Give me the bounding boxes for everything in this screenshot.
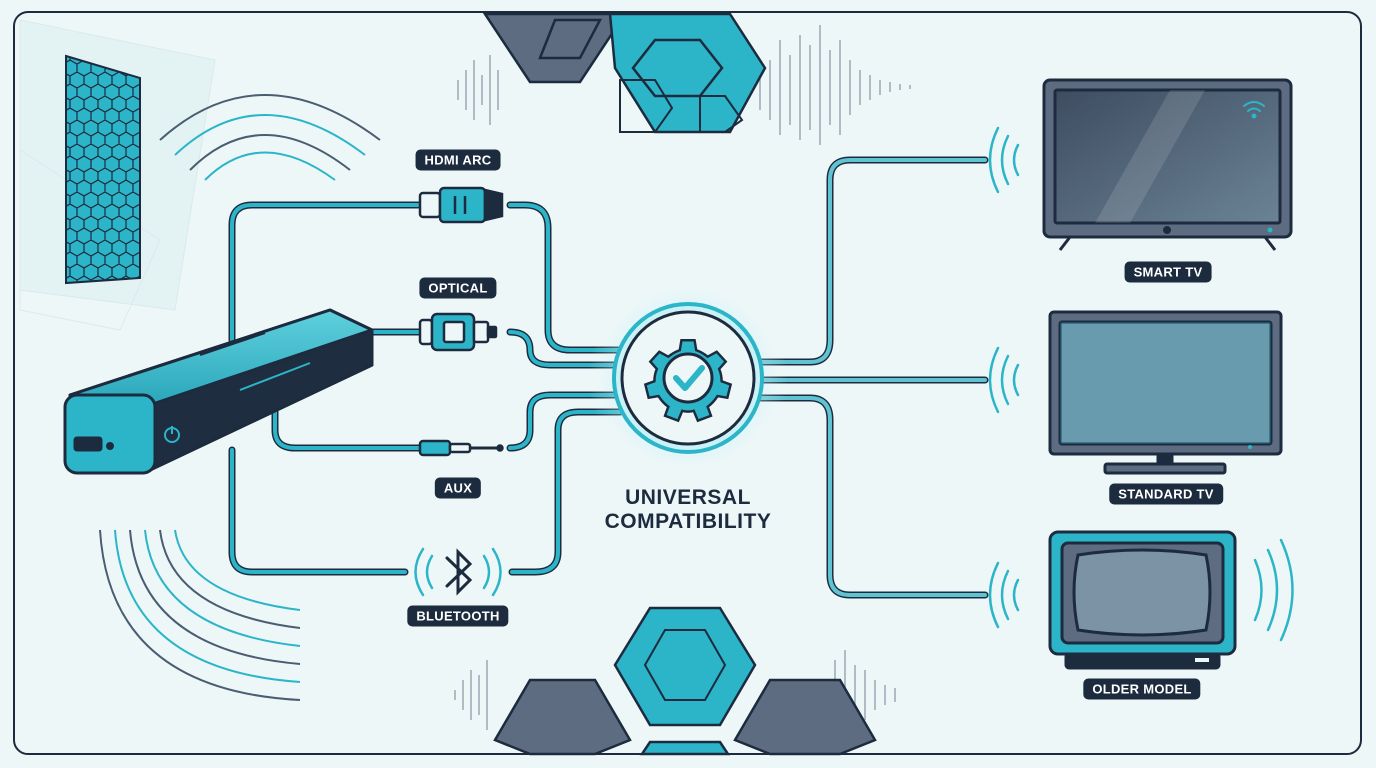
- hub-title-line1: UNIVERSAL: [625, 486, 751, 509]
- bluetooth-icon: [414, 547, 502, 597]
- sound-waves-left-icon: [99, 94, 381, 701]
- optical-plug-icon: [418, 312, 498, 352]
- hdmi-plug-icon: [418, 186, 504, 224]
- gear-check-icon: [588, 278, 788, 478]
- standard-tv-icon: [1048, 310, 1283, 475]
- aux-jack-icon: [418, 439, 504, 457]
- hex-cluster-bottom-icon: [493, 606, 877, 756]
- label-bluetooth: BLUETOOTH: [407, 605, 509, 627]
- label-optical: OPTICAL: [419, 277, 497, 299]
- connection-cables: [228, 156, 989, 599]
- hub-title: UNIVERSAL COMPATIBILITY: [605, 486, 772, 534]
- label-smart-tv: SMART TV: [1124, 261, 1212, 283]
- label-hdmi-arc: HDMI ARC: [415, 149, 501, 171]
- crt-tv-icon: [1048, 530, 1237, 670]
- audio-waveform-top-icon: [457, 25, 911, 145]
- hub-title-line2: COMPATIBILITY: [604, 510, 772, 533]
- device-signal-waves-icon: [988, 126, 1294, 642]
- label-standard-tv: STANDARD TV: [1109, 483, 1223, 505]
- label-older-model: OLDER MODEL: [1083, 678, 1201, 700]
- soundbar-icon: [63, 308, 374, 475]
- hex-cluster-top-icon: [482, 12, 767, 134]
- smart-tv-icon: [1042, 78, 1293, 251]
- acoustic-panel-icon: [65, 54, 141, 285]
- label-aux: AUX: [434, 477, 482, 499]
